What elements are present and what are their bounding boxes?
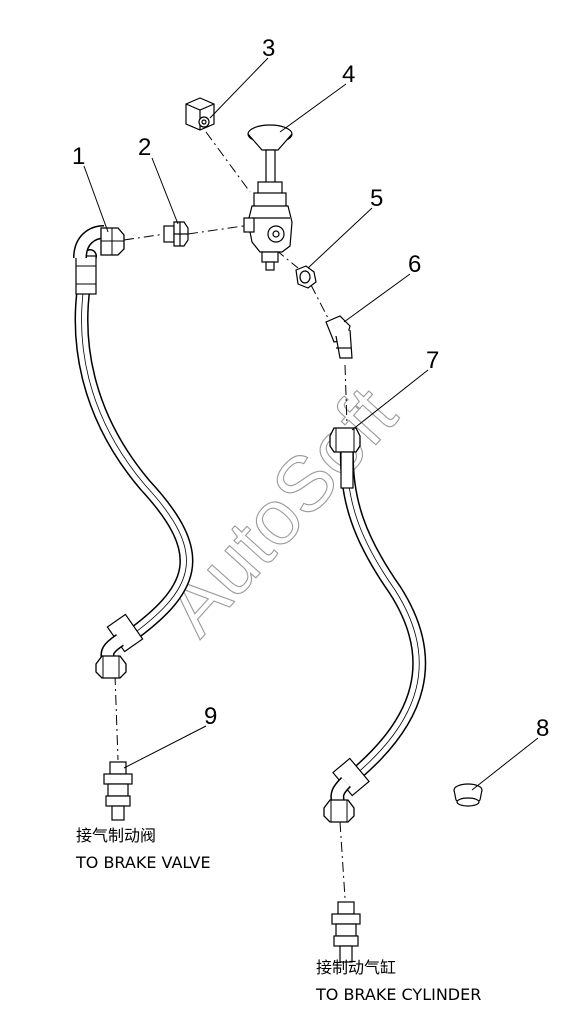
leader-lines (83, 57, 539, 791)
part-3-block (185, 97, 215, 131)
part-1-hose-assembly (73, 225, 194, 679)
part-8-cap (453, 783, 483, 807)
brake-cylinder-label-cn: 接制动气缸 (316, 958, 397, 977)
brake-valve-label-en: TO BRAKE VALVE (76, 853, 211, 872)
brake-cylinder-label-en: TO BRAKE CYLINDER (316, 985, 482, 1004)
callout-3: 3 (262, 35, 275, 62)
callout-4: 4 (342, 61, 355, 88)
callout-8: 8 (536, 715, 549, 742)
watermark: AutoSoft (147, 370, 413, 651)
part-9-fitting (103, 761, 133, 821)
callout-5: 5 (370, 185, 383, 212)
part-7-hose (323, 427, 427, 823)
callout-7: 7 (426, 347, 439, 374)
assembly-lines (114, 131, 348, 899)
callout-1: 1 (72, 143, 85, 170)
callout-9: 9 (204, 703, 217, 730)
callout-2: 2 (138, 134, 151, 161)
part-5-fitting (295, 265, 317, 289)
callout-6: 6 (408, 251, 421, 278)
part-6-elbow (325, 315, 353, 359)
part-4-hand-valve (243, 124, 293, 271)
brake-cylinder-fitting (331, 901, 361, 963)
brake-valve-label-cn: 接气制动阀 (76, 826, 157, 845)
part-2-connector (163, 221, 189, 247)
